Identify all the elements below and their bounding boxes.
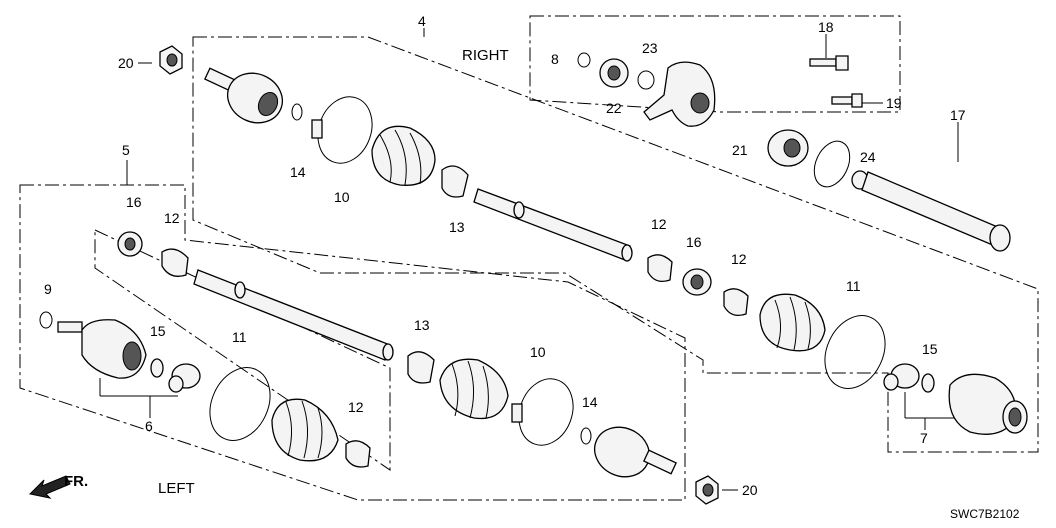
inner-boot-right <box>759 293 826 352</box>
circlip-24 <box>813 140 851 188</box>
right-shaft <box>473 188 633 262</box>
left-inboard-joint <box>57 319 147 379</box>
circlip-23 <box>637 70 655 90</box>
label-20-top: 20 <box>118 55 134 71</box>
spider-right <box>883 363 920 391</box>
label-11-right: 11 <box>846 278 861 294</box>
left-outer-cv-joint <box>594 426 677 478</box>
label-11-left: 11 <box>232 329 247 345</box>
knuckle-box <box>529 15 901 113</box>
label-15-left: 15 <box>150 323 166 339</box>
clip-15-left <box>150 358 164 378</box>
left-title: LEFT <box>158 480 195 497</box>
nut-20-bottom <box>695 475 719 505</box>
bolt-18 <box>809 55 849 71</box>
bearing-22 <box>599 58 629 88</box>
label-15-right: 15 <box>922 341 938 357</box>
boot-band-11-right <box>824 315 886 389</box>
boot-band-13-left <box>407 351 435 384</box>
label-14-left: 14 <box>582 394 598 410</box>
label-12-left-a: 12 <box>164 210 180 226</box>
half-shaft-17 <box>851 170 1011 252</box>
label-14-right: 14 <box>290 164 306 180</box>
bolt-19 <box>831 93 863 108</box>
spider-left <box>168 363 201 393</box>
left-shaft-inner-box <box>94 229 391 471</box>
bearing-support <box>643 61 716 127</box>
label-21: 21 <box>732 142 748 158</box>
inner-boot-left <box>271 398 339 462</box>
band-12-left-a <box>161 248 189 277</box>
boot-left-outer <box>439 358 509 420</box>
boot-right <box>371 125 436 186</box>
label-7: 7 <box>920 430 928 446</box>
dynamic-damper-16-right <box>682 268 712 296</box>
label-16-left: 16 <box>126 194 142 210</box>
label-13-left: 13 <box>414 317 430 333</box>
boot-band-13-right <box>441 165 469 198</box>
right-title: RIGHT <box>462 47 509 64</box>
front-arrow: FR. <box>28 473 88 499</box>
drawing-code: SWC7B2102 <box>950 507 1020 521</box>
right-outer-cv-joint <box>204 67 283 124</box>
bearing-21 <box>767 129 809 167</box>
front-arrow-label: FR. <box>64 473 88 490</box>
nut-20-top <box>159 45 183 75</box>
label-9: 9 <box>44 281 52 297</box>
dynamic-damper-16-left <box>117 231 143 257</box>
label-10-right: 10 <box>334 189 350 205</box>
boot-band-11-left <box>209 367 271 441</box>
label-22: 22 <box>606 100 622 116</box>
boot-band-10-left <box>511 378 574 446</box>
label-24: 24 <box>860 149 876 165</box>
clip-14-right <box>291 103 303 121</box>
label-8: 8 <box>551 51 559 67</box>
right-driveshaft-box <box>192 36 1039 453</box>
label-23: 23 <box>642 40 658 56</box>
label-12-right-a: 12 <box>651 216 667 232</box>
label-19: 19 <box>886 95 902 111</box>
label-10-left: 10 <box>530 344 546 360</box>
label-6: 6 <box>145 418 153 434</box>
right-inboard-joint <box>948 373 1028 435</box>
label-4: 4 <box>418 13 426 29</box>
label-12-left-b: 12 <box>348 399 364 415</box>
clip-15-right <box>921 373 935 393</box>
circlip-8 <box>577 52 591 68</box>
label-17: 17 <box>950 107 966 123</box>
label-16-right: 16 <box>686 234 702 250</box>
left-shaft <box>193 269 394 361</box>
label-5: 5 <box>122 142 130 158</box>
label-20-bottom: 20 <box>742 482 758 498</box>
clip-14-left <box>580 427 592 445</box>
label-13-right: 13 <box>449 219 465 235</box>
band-12-left-b <box>345 440 371 468</box>
band-12-right-a <box>647 254 673 283</box>
label-12-right-b: 12 <box>731 251 747 267</box>
left-driveshaft-box <box>19 184 686 501</box>
band-12-right-b <box>723 288 749 317</box>
clip-9 <box>39 311 53 329</box>
label-18: 18 <box>818 19 834 35</box>
boot-band-10-right <box>311 96 373 164</box>
